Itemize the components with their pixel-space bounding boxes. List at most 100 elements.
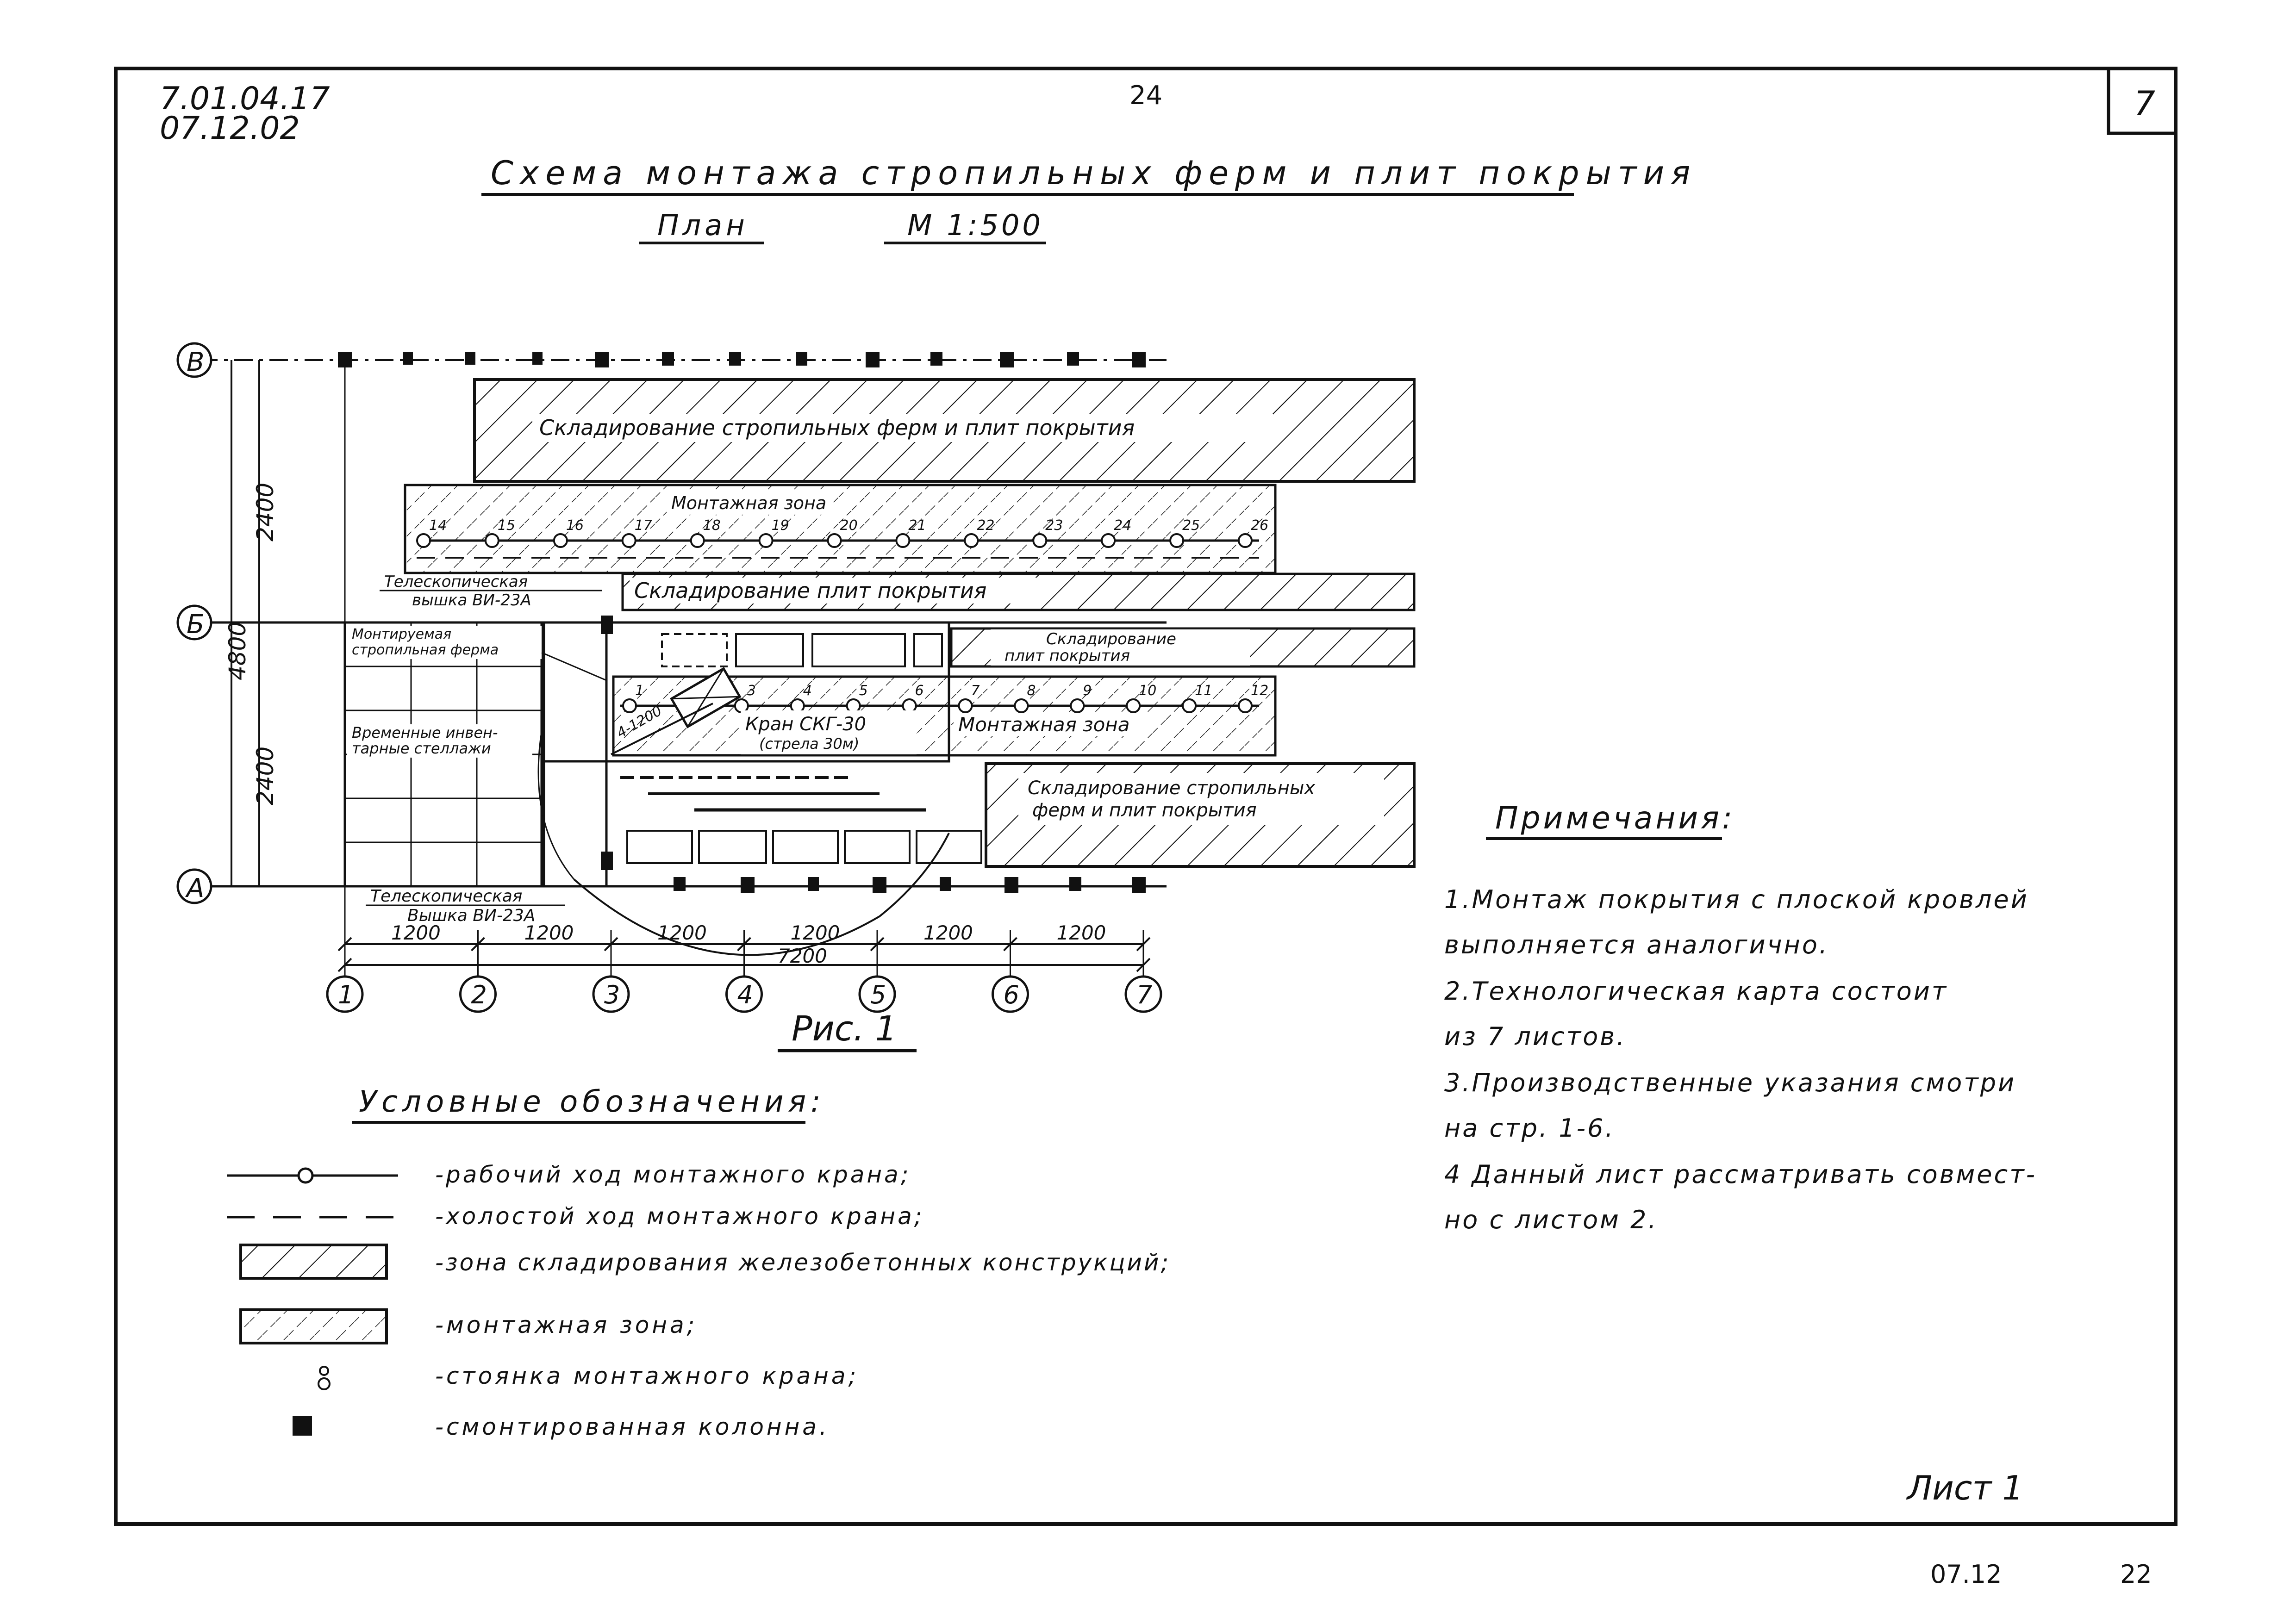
crane-station [416, 533, 431, 548]
crane-station [622, 698, 637, 713]
crane-station-number: 18 [703, 517, 721, 534]
crane-station-number: 7 [971, 683, 980, 699]
bay-dimension: 1200 [791, 921, 840, 944]
axis-bubble-v [176, 342, 212, 378]
tower-upper-label-1: Телескопическая [384, 572, 528, 591]
header-code-bottom: 07.12.02 [160, 110, 300, 147]
column [1004, 877, 1018, 893]
note-line: но с листом 2. [1444, 1205, 1658, 1234]
crane-station-number: 3 [747, 683, 756, 699]
slab [844, 830, 911, 864]
mounting-zone-upper-label-bg [667, 492, 833, 515]
crane-station [1182, 698, 1197, 713]
crane-station-number: 25 [1182, 517, 1200, 534]
crane-label-bg [741, 710, 917, 754]
column [1000, 352, 1014, 367]
crane-boom-reach [537, 731, 575, 880]
racks-label-1: Временные инвен- [352, 724, 498, 741]
column-axis-bubble [725, 975, 763, 1013]
crane-station [1238, 698, 1253, 713]
crane-station-number: 5 [859, 683, 868, 699]
mounting-zone-upper-label: Монтажная зона [671, 493, 826, 513]
column-axis-label: 6 [1004, 980, 1019, 1009]
note-line: 2.Технологическая карта состоит [1444, 977, 1948, 1006]
mounting-zone-lower-label-bg [954, 713, 1148, 736]
storage-zone-slabs-label: Складирование плит покрытия [634, 578, 986, 603]
column [1132, 352, 1146, 367]
crane-station [1014, 698, 1029, 713]
legend: Условные обозначения: -рабочий ход монта… [227, 1085, 1168, 1440]
crane-station-number: 17 [635, 517, 652, 534]
slab [811, 633, 906, 667]
left-dim-bottom: 2400 [252, 747, 279, 805]
storage-zone-slabs-right-label-bg [991, 629, 1250, 666]
column [595, 352, 609, 367]
storage-zone-slabs-right-label-1: Складирование [1046, 630, 1176, 648]
page-number: 24 [1129, 81, 1162, 111]
slab [626, 830, 693, 864]
column-axis-label: 2 [471, 980, 487, 1009]
slab [913, 633, 943, 667]
total-length: 7200 [778, 945, 827, 967]
column [338, 352, 352, 367]
crane-station-number: 15 [498, 517, 515, 534]
crane-station [895, 533, 911, 548]
figure-caption: Рис. 1 [792, 1009, 897, 1049]
axis-bubble-a [176, 868, 212, 904]
crane-station [553, 533, 568, 548]
bay-dimension: 1200 [1057, 921, 1106, 944]
tower-upper-label-2: вышка ВИ-23А [412, 591, 531, 610]
bay-dimension: 1200 [391, 921, 441, 944]
legend-text: -стоянка монтажного крана; [435, 1363, 859, 1389]
plan-label: План [657, 208, 749, 242]
column-axis-label: 5 [870, 980, 886, 1009]
column [1069, 877, 1081, 891]
header-code-top: 7.01.04.17 [160, 81, 330, 117]
notes: Примечания: 1.Монтаж покрытия с плоской … [1444, 800, 2035, 1234]
crane-swing-arc [573, 833, 950, 956]
column [532, 352, 543, 365]
crane-station-number: 21 [908, 517, 926, 534]
column-axis-bubble [1124, 975, 1162, 1013]
truss-mounting-label-1: Монтируемая [352, 626, 451, 642]
tower-lower-label-1: Телескопическая [370, 887, 522, 906]
note-line: 1.Монтаж покрытия с плоской кровлей [1444, 885, 2029, 914]
sheet-label: Лист 1 [1906, 1468, 2023, 1507]
left-dim-top: 2400 [252, 483, 279, 541]
crane-station [964, 533, 979, 548]
column [662, 352, 674, 366]
mounting-zone-lower-label: Монтажная зона [958, 713, 1129, 736]
column-axis-label: 4 [737, 980, 753, 1009]
crane-station [827, 533, 842, 548]
crane-station [1238, 533, 1253, 548]
axis-label-a: А [185, 873, 204, 903]
tower-lower-label-2: Вышка ВИ-23А [407, 906, 535, 925]
racks-label-2: тарные стеллажи [352, 740, 491, 757]
crane-station [621, 533, 636, 548]
crane-body [670, 667, 742, 728]
axis-label-v: В [187, 347, 204, 377]
crane-station [690, 533, 705, 548]
column [601, 616, 613, 634]
storage-zone-lower-label-1: Складирование стропильных [1028, 778, 1315, 799]
legend-text: -рабочий ход монтажного крана; [435, 1161, 911, 1188]
column [808, 877, 819, 891]
main-title: Схема монтажа стропильных ферм и плит по… [491, 154, 1697, 192]
column [674, 877, 686, 891]
hatch-dense-icon [239, 1244, 388, 1280]
storage-zone-top-label: Складирование стропильных ферм и плит по… [539, 415, 1135, 440]
column [930, 352, 942, 366]
sheet-number-box [2107, 67, 2177, 135]
column-axis-bubble [858, 975, 896, 1013]
column [866, 352, 880, 367]
column [796, 352, 807, 366]
column [940, 877, 951, 891]
sheet-box-number: 7 [2134, 84, 2155, 123]
slab [916, 830, 982, 864]
crane-boom [611, 703, 713, 755]
crane-station-number: 1 [635, 683, 644, 699]
crane-station [1169, 533, 1185, 548]
column [741, 877, 755, 893]
crane-station-number: 14 [429, 517, 447, 534]
